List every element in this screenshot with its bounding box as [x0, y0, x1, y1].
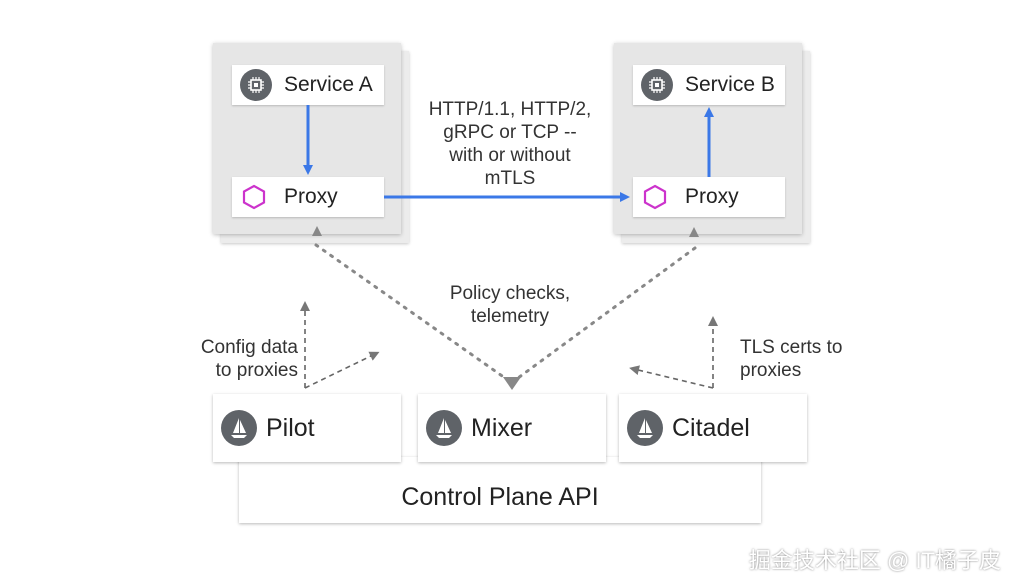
protocol-line: gRPC or TCP -- — [443, 122, 577, 143]
protocol-line: with or without — [449, 145, 571, 166]
service-a-box[interactable]: Service A — [232, 65, 384, 105]
tls-line: TLS certs to — [740, 337, 843, 358]
policy-line: telemetry — [470, 306, 550, 327]
protocol-annotation: HTTP/1.1, HTTP/2, gRPC or TCP -- with or… — [418, 98, 602, 190]
proxy-a-arrowhead — [312, 226, 322, 236]
service-a-label: Service A — [284, 73, 373, 96]
chip-icon — [641, 69, 673, 101]
hexagon-icon — [643, 184, 667, 210]
proxy-b-to-mixer-dotted — [516, 246, 697, 380]
proxy-b-box[interactable]: Proxy — [633, 177, 785, 217]
tls-line: proxies — [740, 360, 802, 381]
tls-annotation: TLS certs to proxies — [740, 336, 870, 382]
watermark: 掘金技术社区 @ IT橘子皮 — [748, 548, 1001, 573]
config-line: to proxies — [215, 360, 298, 381]
service-b-label: Service B — [685, 73, 775, 96]
proxy-b-arrowhead — [689, 227, 699, 237]
proxy-b-label: Proxy — [685, 185, 739, 208]
protocol-line: mTLS — [484, 168, 536, 189]
control-plane-api: Control Plane API — [239, 457, 761, 523]
config-line: Config data — [200, 337, 298, 358]
proxy-a-to-mixer-dotted — [314, 243, 507, 380]
control-plane-api-label: Control Plane API — [401, 482, 599, 511]
sail-icon — [627, 410, 663, 446]
sail-icon — [426, 410, 462, 446]
pilot-box[interactable]: Pilot — [213, 394, 401, 462]
citadel-box[interactable]: Citadel — [619, 394, 807, 462]
pilot-diagonal-dashed — [304, 351, 380, 389]
mixer-box[interactable]: Mixer — [418, 394, 606, 462]
policy-annotation: Policy checks, telemetry — [420, 282, 600, 328]
chip-icon — [240, 69, 272, 101]
mixer-arrowhead — [503, 377, 521, 390]
hexagon-icon — [242, 184, 266, 210]
mixer-label: Mixer — [471, 413, 533, 442]
proxy-a-label: Proxy — [284, 185, 338, 208]
policy-line: Policy checks, — [449, 283, 571, 304]
config-annotation: Config data to proxies — [180, 336, 298, 382]
citadel-diagonal-dashed — [629, 365, 714, 389]
pilot-label: Pilot — [266, 413, 315, 442]
citadel-label: Citadel — [672, 413, 750, 442]
protocol-line: HTTP/1.1, HTTP/2, — [428, 99, 592, 120]
sail-icon — [221, 410, 257, 446]
service-b-box[interactable]: Service B — [633, 65, 785, 105]
proxy-a-box[interactable]: Proxy — [232, 177, 384, 217]
